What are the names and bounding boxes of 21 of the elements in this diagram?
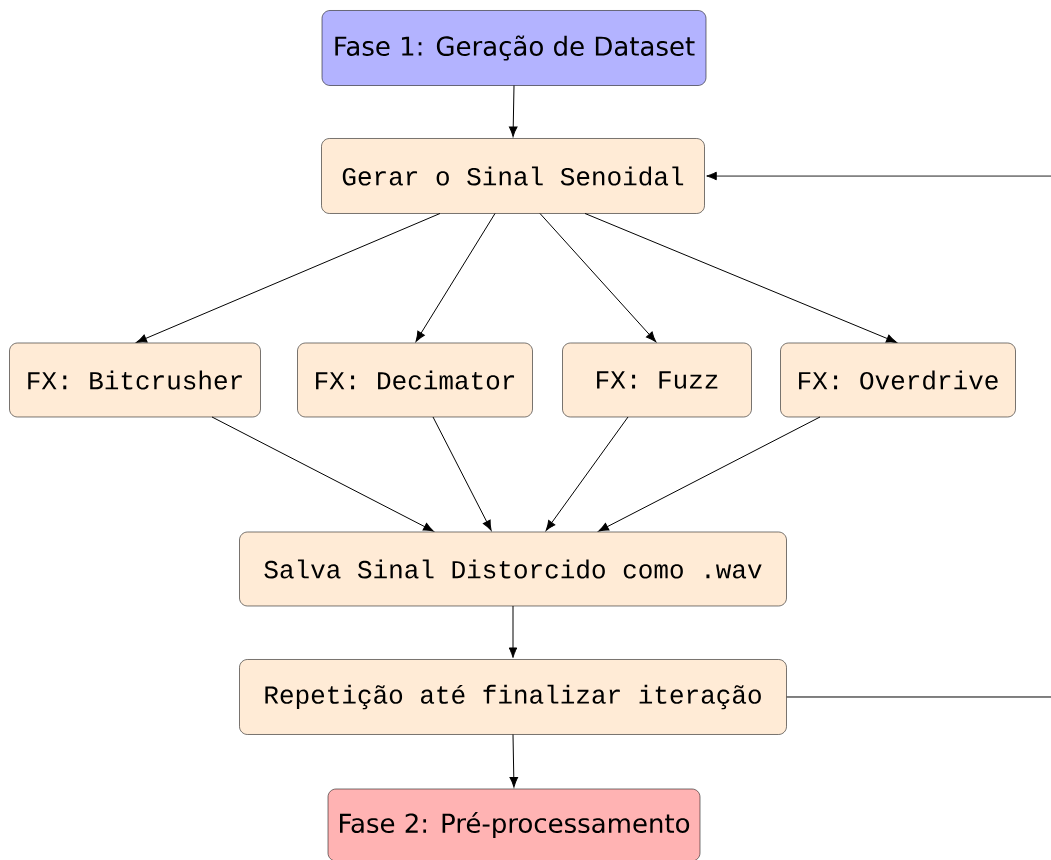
process-box: Gerar o Sinal Senoidal bbox=[321, 138, 705, 214]
arrow bbox=[508, 85, 518, 137]
effect-box: FX: Overdrive bbox=[780, 342, 1016, 418]
arrow bbox=[598, 416, 821, 532]
effect-box: FX: Bitcrusher bbox=[9, 342, 261, 418]
phase-box: Fase 2: Pré-processamento bbox=[327, 788, 701, 860]
arrow bbox=[584, 213, 897, 343]
process-box: Salva Sinal Distorcido como .wav bbox=[239, 531, 787, 607]
arrow bbox=[508, 605, 518, 658]
phase-box: Fase 1: Geração de Dataset bbox=[321, 10, 707, 86]
arrow bbox=[545, 416, 629, 531]
arrow bbox=[211, 416, 434, 532]
arrow bbox=[706, 171, 1051, 698]
arrow bbox=[539, 213, 657, 342]
effect-box: FX: Fuzz bbox=[562, 342, 752, 418]
process-box: Repetição até finalizar iteração bbox=[239, 659, 787, 735]
arrow bbox=[509, 734, 519, 788]
arrow bbox=[432, 416, 492, 531]
arrow bbox=[136, 213, 441, 343]
arrow bbox=[415, 213, 496, 342]
effect-box: FX: Decimator bbox=[297, 342, 533, 418]
